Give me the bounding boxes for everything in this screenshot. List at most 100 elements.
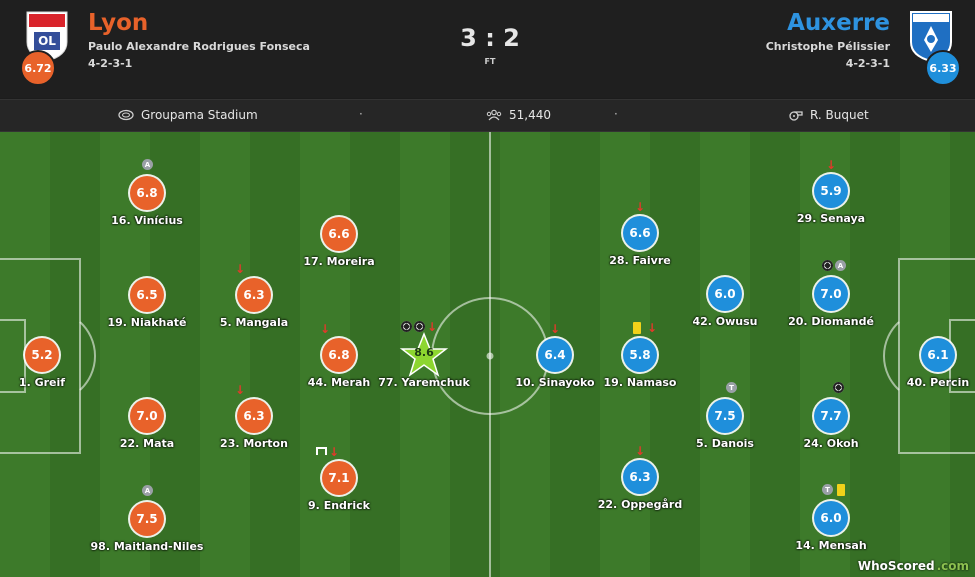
player-okoh[interactable]: 7.7 24. Okoh (766, 382, 896, 450)
player-rating: 6.1 (921, 338, 955, 372)
player-name: 44. Merah (307, 376, 371, 389)
player-name: 10. Sinayoko (515, 376, 595, 389)
player-rating: 6.8 (322, 338, 356, 372)
player-mata[interactable]: 7.0 22. Mata (82, 399, 212, 450)
player-name: 23. Morton (220, 437, 288, 450)
player-rating: 6.3 (623, 460, 657, 494)
player-rating: 5.8 (623, 338, 657, 372)
stadium-info: Groupama Stadium (118, 108, 258, 122)
event-icons: ↓ (550, 322, 560, 335)
sub-off-icon: ↓ (635, 443, 646, 458)
player-namaso[interactable]: ↓ 5.8 19. Namaso (575, 321, 705, 389)
player-rating: 7.7 (814, 399, 848, 433)
player-name: 9. Endrick (308, 499, 370, 512)
home-team-name[interactable]: Lyon (88, 10, 149, 36)
svg-text:OL: OL (38, 34, 56, 48)
event-icons: ↓ (633, 321, 657, 334)
player-name: 98. Maitland-Niles (90, 540, 204, 553)
assist-icon: A (142, 485, 153, 496)
player-faivre[interactable]: ↓ 6.6 28. Faivre (575, 201, 705, 268)
player-name: 22. Oppegård (597, 498, 683, 511)
sub-off-icon: ↓ (235, 382, 246, 397)
player-rating: 7.0 (814, 277, 848, 311)
player-rating: 6.0 (814, 501, 848, 535)
goal-icon (822, 260, 833, 271)
sub-off-icon: ↓ (427, 319, 438, 334)
event-icons: ↓ (401, 320, 437, 333)
player-sinayoko[interactable]: ↓ 6.4 10. Sinayoko (490, 323, 620, 390)
player-rating: 6.5 (130, 278, 164, 312)
pitch: A 6.8 16. Vinícius 6.6 17. Moreira 6.5 1… (0, 132, 975, 577)
separator-dot: · (614, 107, 618, 121)
player-rating: 6.8 (130, 176, 164, 210)
event-icons: ↓ (235, 383, 245, 396)
player-percin[interactable]: 6.1 40. Percin (873, 338, 975, 389)
event-icons: T (822, 483, 845, 496)
corner-flag-icon (316, 446, 327, 457)
player-morton[interactable]: ↓ 6.3 23. Morton (189, 384, 319, 451)
player-greif[interactable]: 5.2 1. Greif (0, 338, 107, 389)
sub-off-icon: ↓ (826, 157, 837, 172)
away-manager: Christophe Pélissier (765, 40, 890, 53)
sub-off-icon: ↓ (550, 321, 561, 336)
assist-icon: A (835, 260, 846, 271)
yellow-card-icon (633, 321, 641, 334)
goal-icon (414, 321, 425, 332)
away-formation: 4-2-3-1 (845, 57, 890, 70)
player-endrick[interactable]: ↓ 7.1 9. Endrick (274, 446, 404, 513)
player-niakhate[interactable]: 6.5 19. Niakhaté (82, 278, 212, 329)
away-team-name[interactable]: Auxerre (787, 10, 890, 36)
player-name: 24. Okoh (803, 437, 859, 450)
yellow-card-icon (837, 483, 845, 496)
player-vinicius[interactable]: A 6.8 16. Vinícius (82, 159, 212, 227)
player-rating: 6.3 (237, 278, 271, 312)
sub-off-icon: ↓ (635, 199, 646, 214)
player-rating: 8.6 (414, 346, 434, 359)
home-team-rating: 6.72 (20, 50, 56, 86)
player-name: 19. Namaso (603, 376, 677, 389)
player-rating: 5.9 (814, 174, 848, 208)
player-moreira[interactable]: 6.6 17. Moreira (274, 217, 404, 268)
stadium-icon (118, 109, 134, 121)
watermark-text: WhoScored (857, 559, 935, 573)
player-danois[interactable]: T 7.5 5. Danois (660, 382, 790, 450)
player-owusu[interactable]: 6.0 42. Owusu (660, 277, 790, 328)
event-icons: ↓ (635, 444, 645, 457)
goal-icon (833, 382, 844, 393)
player-name: 22. Mata (119, 437, 175, 450)
player-rating: 6.6 (322, 217, 356, 251)
home-manager: Paulo Alexandre Rodrigues Fonseca (88, 40, 310, 53)
separator-dot: · (359, 107, 363, 121)
player-rating: 6.4 (538, 338, 572, 372)
attendance-info: 51,440 (486, 108, 551, 122)
player-rating: 5.2 (25, 338, 59, 372)
event-icons: A (142, 158, 153, 171)
player-yaremchuk[interactable]: ↓ 8.6 77. Yaremchuk (359, 321, 489, 390)
player-name: 1. Greif (18, 376, 66, 389)
player-mensah[interactable]: T 6.0 14. Mensah (766, 483, 896, 552)
player-oppegard[interactable]: ↓ 6.3 22. Oppegård (575, 445, 705, 512)
sub-off-icon: ↓ (647, 320, 658, 335)
player-rating: 7.5 (708, 399, 742, 433)
home-formation: 4-2-3-1 (88, 57, 133, 70)
player-name: 40. Percin (906, 376, 970, 389)
player-name: 16. Vinícius (111, 214, 183, 227)
player-diomande[interactable]: A 7.0 20. Diomandé (766, 260, 896, 328)
event-icons: ↓ (316, 445, 339, 458)
event-icons: ↓ (320, 322, 330, 335)
match-status: FT (484, 57, 496, 66)
event-icons: A (822, 259, 846, 272)
player-rating: 6.6 (623, 216, 657, 250)
match-info-bar: Groupama Stadium · 51,440 · R. Buquet (0, 99, 975, 132)
event-icons: ↓ (235, 262, 245, 275)
match-score: 3 : 2 (460, 24, 520, 52)
player-rating: 7.1 (322, 461, 356, 495)
player-merah[interactable]: ↓ 6.8 44. Merah (274, 323, 404, 390)
player-rating: 6.3 (237, 399, 271, 433)
player-rating: 7.5 (130, 502, 164, 536)
away-team-rating: 6.33 (925, 50, 961, 86)
player-maitland-niles[interactable]: A 7.5 98. Maitland-Niles (82, 485, 212, 553)
player-mangala[interactable]: ↓ 6.3 5. Mangala (189, 263, 319, 330)
player-senaya[interactable]: ↓ 5.9 29. Senaya (766, 159, 896, 226)
match-header: OL 6.72 Lyon Paulo Alexandre Rodrigues F… (0, 0, 975, 98)
